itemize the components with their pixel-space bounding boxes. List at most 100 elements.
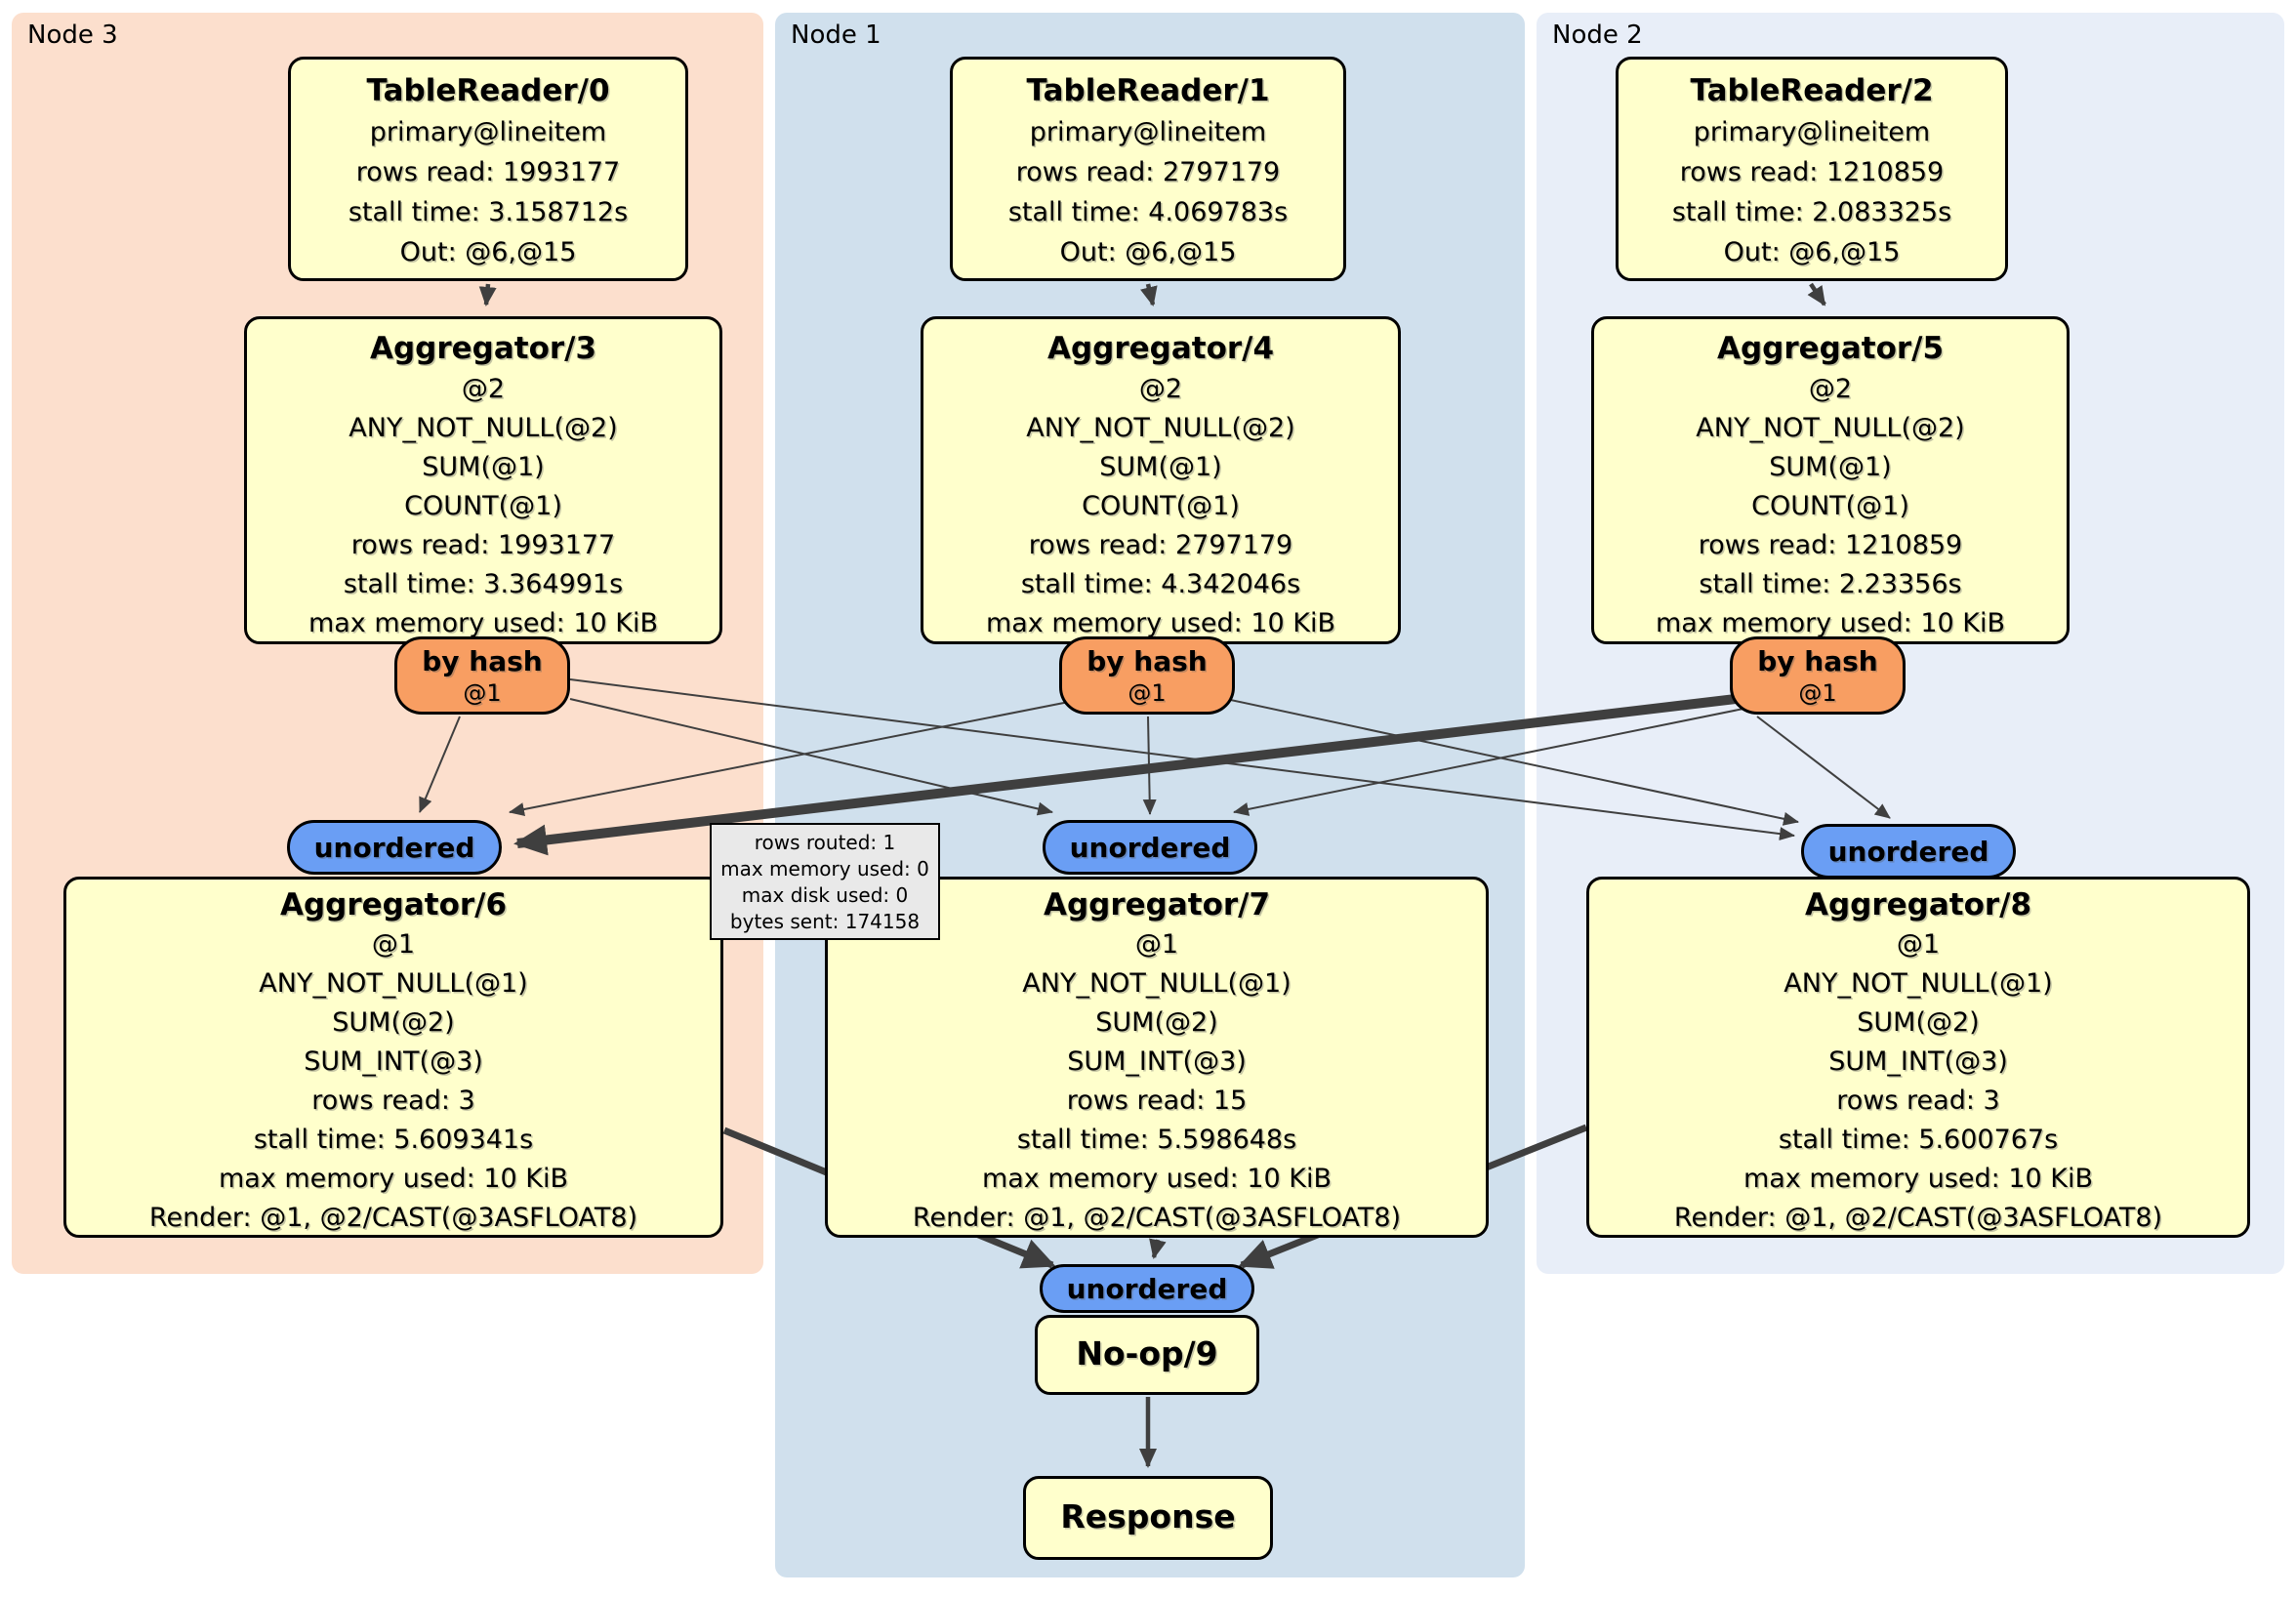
sync-unordered-node1: unordered	[1043, 820, 1257, 875]
processor-detail: SUM(@1)	[1769, 452, 1892, 482]
processor-title: Aggregator/5	[1716, 331, 1945, 366]
router-by-hash-node2: by hash @1	[1730, 636, 1906, 715]
processor-detail: stall time: 4.069783s	[1007, 197, 1289, 227]
processor-detail: COUNT(@1)	[1751, 491, 1909, 521]
edge-r3-u2[interactable]	[569, 678, 1795, 841]
processor-detail: SUM(@1)	[1099, 452, 1222, 482]
processor-detail: stall time: 5.600767s	[1778, 1125, 2059, 1155]
processor-detail: stall time: 4.342046s	[1020, 569, 1301, 599]
router-hash-column: @1	[1128, 679, 1167, 707]
processor-detail: SUM_INT(@3)	[304, 1046, 483, 1077]
router-hash-column: @1	[1798, 679, 1837, 707]
processor-detail: @1	[1896, 929, 1941, 960]
processor-detail: SUM_INT(@3)	[1067, 1046, 1247, 1077]
router-by-hash-node3: by hash @1	[394, 636, 570, 715]
processor-detail: stall time: 2.23356s	[1699, 569, 1962, 599]
processor-detail: stall time: 2.083325s	[1671, 197, 1952, 227]
sync-unordered-node3: unordered	[287, 820, 502, 875]
processor-detail: SUM(@2)	[332, 1007, 455, 1038]
tablereader-1-box: TableReader/1 primary@lineitem rows read…	[950, 57, 1346, 281]
processor-detail: primary@lineitem	[369, 117, 607, 147]
processor-detail: stall time: 3.158712s	[348, 197, 629, 227]
processor-detail: primary@lineitem	[1693, 117, 1931, 147]
edge-r2-u1[interactable]	[1233, 708, 1744, 816]
processor-detail: SUM(@2)	[1857, 1007, 1980, 1038]
processor-detail: primary@lineitem	[1029, 117, 1267, 147]
edge-tr1-agg4[interactable]	[1140, 283, 1158, 307]
aggregator-3-box: Aggregator/3 @2 ANY_NOT_NULL(@2) SUM(@1)…	[244, 316, 722, 644]
processor-title: Aggregator/7	[1043, 887, 1271, 922]
edge-r3-u3[interactable]	[419, 716, 461, 813]
processor-detail: ANY_NOT_NULL(@2)	[1026, 413, 1295, 443]
processor-detail: SUM(@2)	[1095, 1007, 1218, 1038]
sync-unordered-node2: unordered	[1801, 824, 2016, 879]
router-hash-column: @1	[463, 679, 502, 707]
processor-detail: rows read: 2797179	[1028, 530, 1293, 560]
processor-detail: ANY_NOT_NULL(@1)	[259, 968, 528, 999]
processor-detail: Render: @1, @2/CAST(@3ASFLOAT8)	[148, 1203, 638, 1233]
processor-detail: rows read: 15	[1066, 1085, 1248, 1116]
edge-stats-tooltip: rows routed: 1 max memory used: 0 max di…	[710, 823, 940, 940]
aggregator-4-box: Aggregator/4 @2 ANY_NOT_NULL(@2) SUM(@1)…	[921, 316, 1401, 644]
region-node2-label: Node 2	[1552, 20, 1643, 50]
aggregator-5-box: Aggregator/5 @2 ANY_NOT_NULL(@2) SUM(@1)…	[1591, 316, 2070, 644]
processor-detail: SUM_INT(@3)	[1828, 1046, 2008, 1077]
response-box: Response	[1023, 1476, 1273, 1560]
router-label: by hash	[1757, 645, 1878, 677]
processor-detail: rows read: 3	[311, 1085, 475, 1116]
tooltip-line: max memory used: 0	[720, 857, 929, 880]
processor-title: Aggregator/6	[279, 887, 508, 922]
processor-detail: Render: @1, @2/CAST(@3ASFLOAT8)	[912, 1203, 1402, 1233]
tooltip-line: bytes sent: 174158	[729, 910, 921, 933]
router-by-hash-node1: by hash @1	[1059, 636, 1235, 715]
processor-title: TableReader/1	[1026, 73, 1270, 108]
edge-tr2-agg5[interactable]	[1807, 282, 1826, 307]
processor-detail: max memory used: 10 KiB	[218, 1164, 569, 1194]
processor-title: TableReader/0	[366, 73, 610, 108]
processor-detail: stall time: 5.609341s	[253, 1125, 534, 1155]
processor-title: TableReader/2	[1690, 73, 1934, 108]
region-node1-label: Node 1	[791, 20, 882, 50]
processor-title: Aggregator/3	[369, 331, 597, 366]
processor-detail: ANY_NOT_NULL(@2)	[1696, 413, 1965, 443]
router-label: by hash	[422, 645, 543, 677]
processor-detail: COUNT(@1)	[1082, 491, 1240, 521]
processor-detail: @1	[371, 929, 416, 960]
edge-r2-u2[interactable]	[1756, 716, 1891, 819]
router-label: by hash	[1086, 645, 1208, 677]
processor-detail: rows read: 1993177	[355, 157, 621, 187]
processor-detail: ANY_NOT_NULL(@1)	[1022, 968, 1292, 999]
edge-tr0-agg3[interactable]	[478, 283, 497, 307]
sync-unordered-final: unordered	[1040, 1264, 1254, 1313]
tablereader-0-box: TableReader/0 primary@lineitem rows read…	[288, 57, 688, 281]
processor-detail: max memory used: 10 KiB	[1742, 1164, 2094, 1194]
processor-detail: Out: @6,@15	[399, 237, 577, 267]
edge-agg7-ub[interactable]	[1149, 1238, 1167, 1259]
processor-detail: ANY_NOT_NULL(@2)	[348, 413, 618, 443]
tablereader-2-box: TableReader/2 primary@lineitem rows read…	[1616, 57, 2008, 281]
processor-detail: rows read: 1210859	[1679, 157, 1945, 187]
edge-r1-u3[interactable]	[509, 700, 1075, 816]
processor-title: Response	[1060, 1497, 1236, 1536]
processor-detail: rows read: 1993177	[350, 530, 616, 560]
processor-detail: @2	[461, 374, 506, 404]
processor-detail: Out: @6,@15	[1059, 237, 1237, 267]
processor-title: Aggregator/8	[1804, 887, 2032, 922]
processor-detail: @2	[1808, 374, 1853, 404]
edge-r3-u1[interactable]	[569, 698, 1053, 816]
processor-detail: COUNT(@1)	[404, 491, 562, 521]
processor-detail: @1	[1134, 929, 1179, 960]
processor-detail: max memory used: 10 KiB	[308, 608, 659, 638]
processor-detail: max memory used: 10 KiB	[1655, 608, 2006, 638]
tooltip-line: max disk used: 0	[741, 883, 909, 907]
processor-title: No-op/9	[1076, 1334, 1218, 1372]
tooltip-line: rows routed: 1	[754, 831, 896, 854]
processor-detail: @2	[1138, 374, 1183, 404]
processor-detail: stall time: 5.598648s	[1016, 1125, 1297, 1155]
processor-title: Aggregator/4	[1046, 331, 1275, 366]
processor-detail: Render: @1, @2/CAST(@3ASFLOAT8)	[1673, 1203, 2163, 1233]
edge-r1-u2[interactable]	[1225, 698, 1799, 826]
region-node3-label: Node 3	[27, 20, 118, 50]
edge-r2-u3-thick[interactable]	[513, 694, 1737, 856]
noop-9-box: No-op/9	[1035, 1315, 1259, 1395]
